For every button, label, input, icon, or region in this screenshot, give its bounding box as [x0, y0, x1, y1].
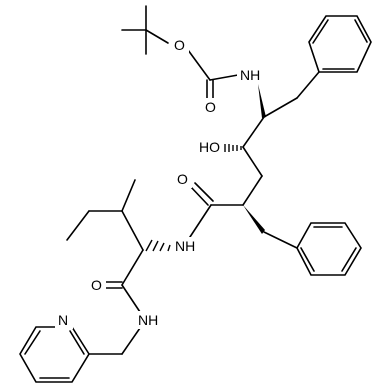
atom-o-amide2: O [91, 277, 102, 293]
bond [354, 19, 368, 43]
atom-nh-carbamate: NH [240, 67, 260, 83]
atom-nh-amide2: NH [138, 312, 158, 328]
wedge-bond [243, 205, 265, 234]
pyridine-ring [19, 326, 90, 383]
bond [145, 29, 169, 44]
bond [242, 146, 263, 177]
bond [24, 330, 41, 355]
bond [187, 49, 211, 81]
bond [242, 175, 263, 206]
bond [341, 247, 357, 272]
phenyl-ring-top [308, 15, 372, 73]
bond [66, 210, 90, 241]
bond [121, 249, 144, 286]
hashed-bond [224, 144, 242, 152]
bond [69, 330, 85, 355]
phenyl-ring-bottom [296, 222, 362, 276]
bond [312, 19, 329, 44]
bond [189, 185, 209, 206]
bond [300, 247, 315, 272]
atom-labels: O O NH HO O NH O NH N [55, 36, 265, 329]
bond [242, 116, 265, 148]
bond [209, 74, 239, 81]
bond [263, 97, 298, 118]
bonds [19, 5, 372, 383]
atom-nh-amide1: NH [175, 238, 195, 254]
bond [121, 179, 136, 212]
bond [194, 182, 214, 202]
wedge-bond [258, 84, 266, 118]
bond [121, 284, 141, 313]
atom-n-pyridine: N [58, 312, 68, 328]
bond [121, 327, 141, 355]
atom-o-amide1: O [177, 171, 188, 187]
bond [263, 231, 298, 249]
bond [121, 210, 144, 251]
bond [296, 71, 320, 99]
atom-o-carbamate-carbonyl: O [205, 99, 216, 115]
atom-ho: HO [199, 139, 220, 155]
atom-o-carbamate-ester: O [174, 37, 185, 53]
hashed-bond [145, 239, 171, 252]
bond [187, 204, 212, 241]
